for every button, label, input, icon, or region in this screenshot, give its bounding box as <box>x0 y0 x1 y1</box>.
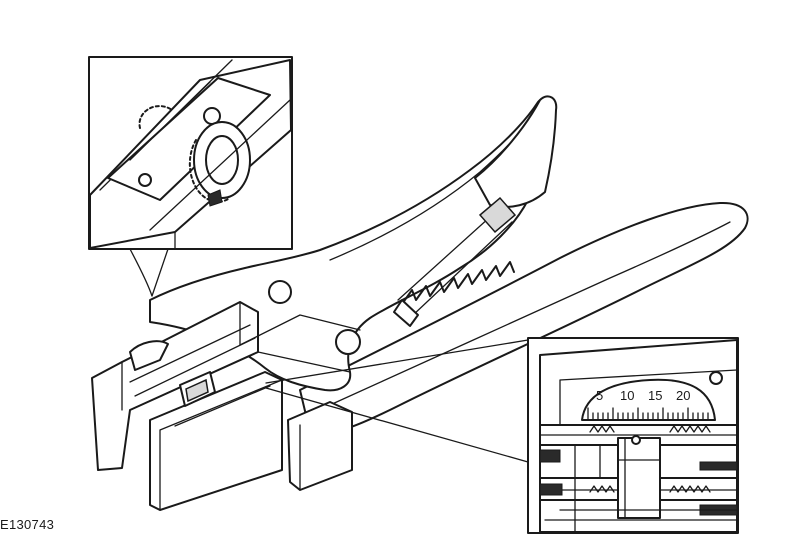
scale-label-15: 15 <box>648 388 662 403</box>
scale-ticks <box>587 407 709 421</box>
wire-stripper-tool <box>91 95 749 511</box>
pivot-hole-lower <box>335 329 361 355</box>
length-stop <box>617 437 661 519</box>
figure-id-label: E130743 <box>0 517 55 532</box>
detail-callout-cutter <box>88 56 293 297</box>
return-spring <box>393 196 517 327</box>
pivot-hole-upper <box>268 280 292 304</box>
lower-jaw <box>149 371 283 511</box>
length-scale <box>581 378 716 421</box>
scale-label-10: 10 <box>620 388 634 403</box>
upper-handle <box>474 95 558 208</box>
lower-handle <box>299 201 749 435</box>
scale-label-5: 5 <box>596 388 603 403</box>
scale-label-20: 20 <box>676 388 690 403</box>
detail-callout-scale: 5 10 15 20 <box>265 337 739 534</box>
